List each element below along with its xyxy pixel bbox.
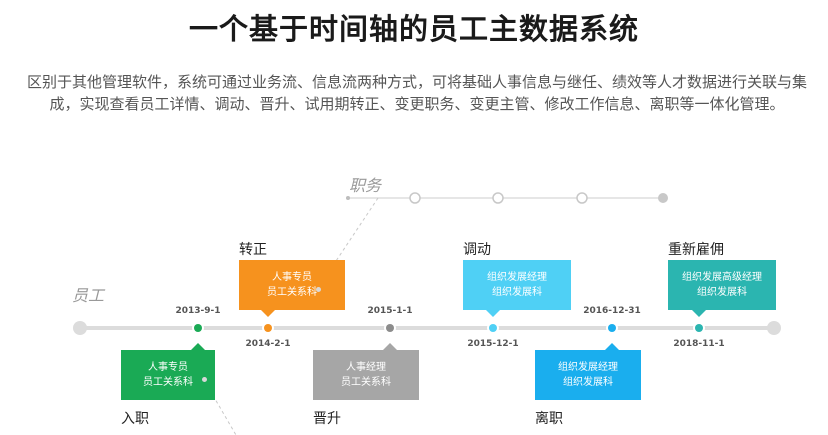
position-row-label: 职务 [349, 176, 382, 195]
page-title: 一个基于时间轴的员工主数据系统 [188, 12, 639, 46]
connector-pin [202, 377, 207, 382]
event-date: 2015-12-1 [467, 339, 519, 349]
event-dot[interactable] [386, 324, 394, 332]
event-title: 晋升 [313, 411, 341, 427]
event-title: 调动 [463, 242, 491, 258]
event-department: 员工关系科 [143, 377, 193, 388]
event-job-title: 人事经理 [346, 362, 386, 373]
position-node[interactable] [492, 192, 504, 204]
connector-pin [316, 287, 321, 292]
event-job-title: 组织发展经理 [487, 272, 547, 283]
event-dot[interactable] [194, 324, 202, 332]
card-pointer [692, 310, 706, 317]
event-card[interactable]: 人事专员员工关系科 [121, 343, 215, 400]
event-card[interactable]: 组织发展高级经理组织发展科 [668, 260, 776, 317]
card-pointer [383, 343, 397, 350]
event-card[interactable]: 组织发展经理组织发展科 [463, 260, 571, 317]
event-job-title: 人事专员 [272, 272, 312, 283]
event-job-title: 人事专员 [148, 362, 188, 373]
position-node[interactable] [409, 192, 421, 204]
event-department: 员工关系科 [341, 377, 391, 388]
card-pointer [261, 310, 275, 317]
event-title: 离职 [535, 411, 563, 427]
event-dot[interactable] [489, 324, 497, 332]
event-job-title: 组织发展高级经理 [682, 272, 762, 283]
event-date: 2015-1-1 [367, 306, 413, 316]
position-node[interactable] [576, 192, 588, 204]
event-job-title: 组织发展经理 [558, 362, 618, 373]
event-title: 入职 [121, 411, 149, 427]
track-end-cap [767, 321, 781, 335]
employee-row-label: 员工 [72, 286, 105, 305]
event-card[interactable]: 人事经理员工关系科 [313, 343, 419, 400]
card-pointer [191, 343, 205, 350]
card-pointer [605, 343, 619, 350]
position-track-end [658, 193, 668, 203]
event-title: 转正 [239, 242, 267, 258]
event-title: 重新雇佣 [668, 242, 724, 258]
event-date: 2016-12-31 [583, 306, 641, 316]
page-description: 区别于其他管理软件，系统可通过业务流、信息流两种方式，可将基础人事信息与继任、绩… [26, 73, 807, 113]
event-date: 2018-11-1 [673, 339, 725, 349]
track-start-cap [73, 321, 87, 335]
event-card[interactable]: 人事专员员工关系科 [239, 260, 345, 317]
event-department: 组织发展科 [563, 377, 613, 388]
event-department: 员工关系科 [267, 287, 317, 298]
event-dot[interactable] [695, 324, 703, 332]
event-dot[interactable] [608, 324, 616, 332]
position-track-start [346, 196, 350, 200]
event-date: 2014-2-1 [245, 339, 291, 349]
card-pointer [486, 310, 500, 317]
connector-line [203, 379, 237, 435]
event-department: 组织发展科 [492, 287, 542, 298]
event-dot[interactable] [264, 324, 272, 332]
event-department: 组织发展科 [697, 287, 747, 298]
event-date: 2013-9-1 [175, 306, 221, 316]
event-card[interactable]: 组织发展经理组织发展科 [535, 343, 641, 400]
